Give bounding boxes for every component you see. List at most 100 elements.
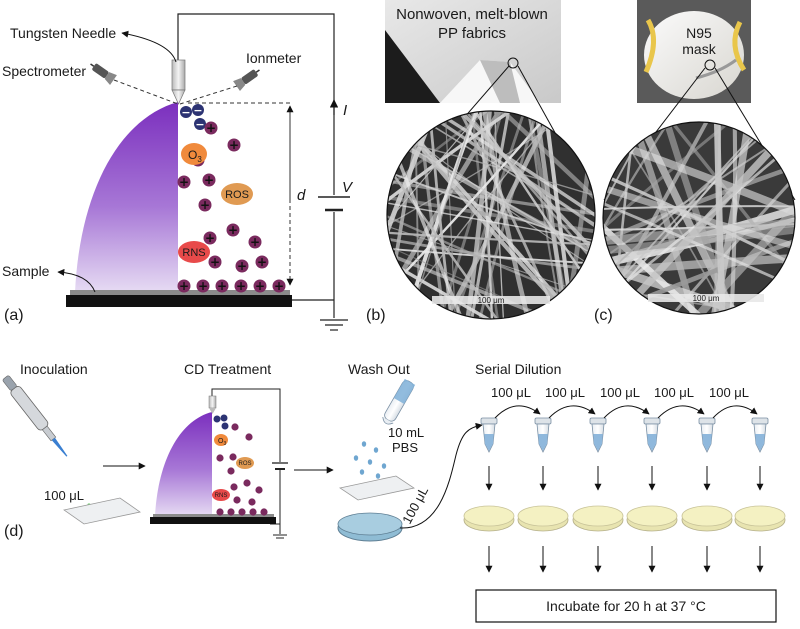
agar-plate-icon — [626, 505, 678, 532]
sem-fiber — [387, 218, 595, 251]
mini-o3-species: O3 — [214, 434, 228, 447]
sem-fiber — [387, 111, 595, 319]
o3-species: O3 — [181, 143, 207, 165]
mini-positive-ion — [245, 433, 253, 441]
sem-fiber — [711, 122, 731, 314]
sem-fiber — [603, 122, 785, 314]
svg-text:+: + — [205, 231, 215, 245]
mini-positive-ion — [216, 508, 224, 516]
tungsten-needle-label: Tungsten Needle — [10, 25, 116, 41]
mask-brand-stripe — [695, 58, 737, 80]
svg-text:+: + — [198, 279, 208, 293]
sem-fiber — [410, 111, 423, 319]
fabric-fold-shadow — [480, 60, 520, 103]
dilution-tube-icon — [534, 417, 552, 453]
spectrometer-label: Spectrometer — [2, 63, 86, 79]
pbs-volume-label: 10 mL — [388, 425, 424, 440]
pbs-drop — [373, 447, 379, 453]
sem-fiber — [387, 118, 595, 285]
sem-fiber — [387, 167, 595, 252]
sem-fiber — [387, 111, 595, 319]
pbs-drop — [359, 469, 365, 475]
svg-text:+: + — [229, 138, 239, 152]
agar-plate-icon — [463, 505, 515, 532]
svg-text:+: + — [204, 173, 214, 187]
sem-fiber — [403, 111, 595, 319]
agar-plate-icon — [734, 505, 786, 532]
sample-layer — [70, 290, 290, 295]
mini-positive-ion — [248, 498, 256, 506]
mini-positive-ion — [227, 467, 235, 475]
sem-fiber — [603, 122, 795, 314]
svg-text:+: + — [237, 259, 247, 273]
positive-ion: + — [215, 279, 229, 293]
sem-fiber — [403, 111, 465, 319]
mini-ros-species: ROS — [236, 457, 254, 469]
panel-a: I V Sample Tungsten Needle Spectrometer … — [2, 13, 354, 331]
negative-ion: − — [194, 118, 206, 131]
dilution-arrow-icon — [712, 405, 758, 419]
fabric-caption-line2: PP fabrics — [438, 25, 506, 42]
dilution-volume-label: 100 μL — [600, 385, 640, 400]
sem-fiber — [387, 148, 595, 231]
glass-slide — [63, 497, 141, 525]
fabric-dark-corner — [385, 30, 440, 103]
mini-positive-ion — [238, 508, 246, 516]
voltage-label: V — [342, 179, 354, 196]
sem-fiber — [387, 111, 595, 319]
sem-fiber — [603, 140, 795, 314]
svg-text:+: + — [228, 223, 238, 237]
sem-fiber — [387, 111, 595, 319]
spectrometer-probe-icon — [90, 63, 117, 85]
sem-fiber — [387, 229, 595, 270]
mini-positive-ion — [260, 508, 268, 516]
mini-plasma-discharge — [155, 412, 212, 516]
svg-text:+: + — [217, 279, 227, 293]
dilution-arrow-icon — [548, 405, 596, 419]
negative-ion: − — [180, 106, 192, 119]
svg-text:−: − — [181, 106, 190, 119]
ionmeter-probe-icon — [233, 69, 260, 91]
sample-pointer-arrow-icon — [57, 268, 96, 293]
mini-positive-ion — [233, 496, 241, 504]
svg-text:+: + — [236, 279, 246, 293]
sem-fiber — [387, 111, 595, 319]
positive-ion: + — [255, 255, 269, 269]
mini-negative-ion — [213, 415, 221, 423]
gap-label: d — [297, 187, 306, 204]
current-label: I — [343, 102, 347, 119]
sem-fiber — [466, 111, 583, 319]
fabric-caption-line1: Nonwoven, melt-blown — [396, 6, 548, 23]
incubation-label: Incubate for 20 h at 37 °C — [546, 598, 706, 614]
mini-needle — [208, 395, 217, 409]
mini-positive-ion — [255, 486, 263, 494]
dilution-volume-label: 100 μL — [654, 385, 694, 400]
panel-b: Nonwoven, melt-blown PP fabrics 100 μm (… — [366, 0, 596, 324]
agar-plate-icon — [517, 505, 569, 532]
positive-ion: + — [227, 138, 241, 152]
positive-ion: + — [253, 279, 267, 293]
svg-text:RNS: RNS — [182, 247, 205, 259]
sem-fiber — [453, 111, 503, 319]
pbs-drop — [361, 441, 367, 447]
o3-base: O — [188, 148, 197, 162]
positive-ion: + — [204, 121, 218, 135]
dilution-volume-label: 100 μL — [491, 385, 531, 400]
panel-a-tag: (a) — [4, 307, 24, 324]
positive-ion: + — [208, 255, 222, 269]
svg-text:−: − — [195, 118, 204, 131]
needle-tip — [171, 89, 186, 105]
sem-fiber — [449, 111, 587, 319]
sem-fiber — [387, 145, 595, 319]
dilution-tube-icon — [698, 417, 716, 453]
petri-dish-pbs-rim — [337, 512, 403, 536]
dilution-arrow-icon — [603, 405, 650, 419]
dilution-volume-label: 100 μL — [709, 385, 749, 400]
step-serial-dilution-label: Serial Dilution — [475, 361, 561, 377]
mini-positive-ion — [216, 454, 224, 462]
inoculation-volume-label: 100 μL — [44, 488, 84, 503]
positive-ion: + — [235, 259, 249, 273]
step-inoculation-label: Inoculation — [20, 361, 88, 377]
sem-fiber — [387, 111, 595, 309]
zoom-origin-marker — [704, 59, 716, 71]
